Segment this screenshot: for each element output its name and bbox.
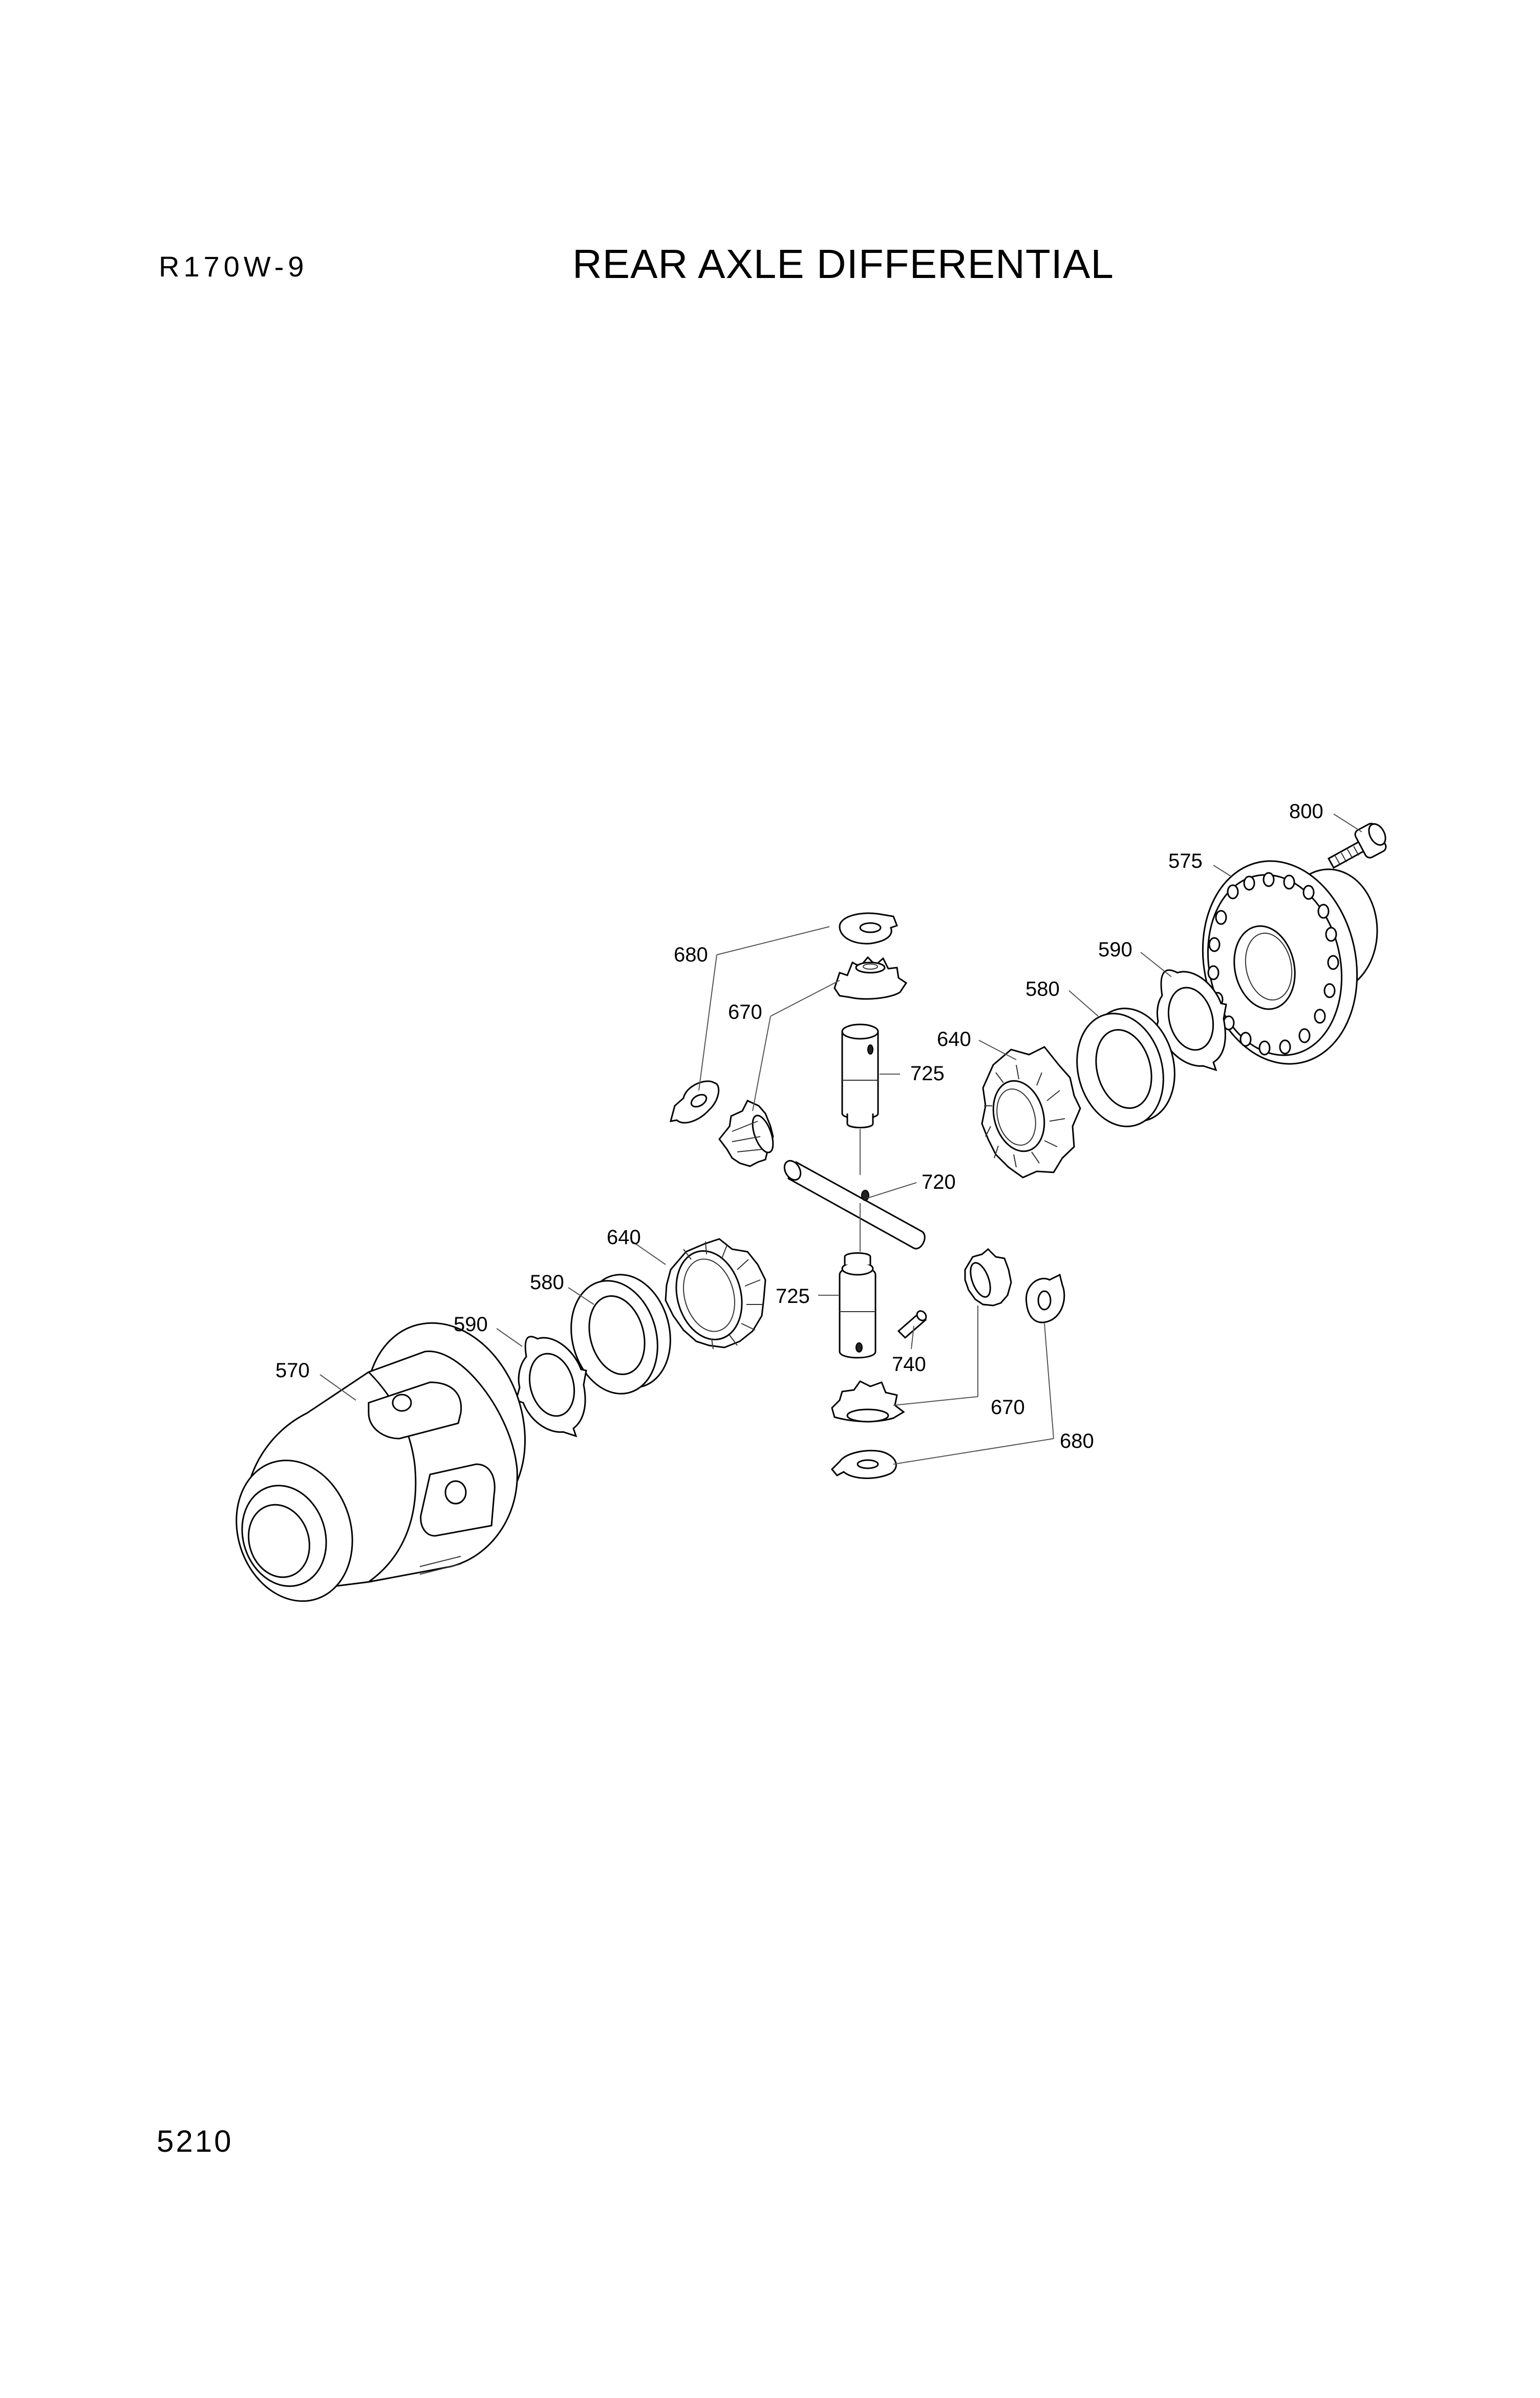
callout-590-upper: 590 <box>1098 938 1132 961</box>
callout-580-lower: 580 <box>530 1271 564 1294</box>
callout-800: 800 <box>1289 800 1323 823</box>
thrust-washer-680-right[interactable] <box>1025 1273 1065 1323</box>
callout-640-upper: 640 <box>937 1028 971 1051</box>
side-gear-640-lower[interactable] <box>665 1238 766 1350</box>
thrust-washer-680-bottom[interactable] <box>830 1450 897 1479</box>
flange-575[interactable] <box>1185 847 1378 1079</box>
cross-shaft-720[interactable] <box>781 1158 926 1250</box>
callout-725-upper: 725 <box>910 1062 945 1085</box>
bearing-580-upper[interactable] <box>1065 999 1187 1137</box>
callout-680-top: 680 <box>674 944 708 966</box>
bolt-800[interactable] <box>1327 821 1389 869</box>
leader-lines <box>319 813 1362 1465</box>
flange-bolt-holes <box>1207 872 1339 1056</box>
pin-725-lower[interactable] <box>839 1252 876 1359</box>
pin-725-upper[interactable] <box>841 1023 879 1128</box>
callout-575: 575 <box>1168 850 1203 872</box>
page-title: REAR AXLE DIFFERENTIAL <box>572 241 1114 287</box>
pinion-gear-670-bottom[interactable] <box>831 1380 905 1423</box>
callout-720: 720 <box>922 1171 956 1193</box>
thrust-washer-680-top[interactable] <box>839 912 898 945</box>
callout-680-bottom: 680 <box>1060 1430 1094 1452</box>
thrust-washer-680-left[interactable] <box>669 1080 720 1124</box>
callout-580-upper: 580 <box>1025 978 1060 1000</box>
callout-670-top: 670 <box>728 1001 762 1023</box>
callout-570: 570 <box>275 1359 310 1382</box>
pinion-gear-670-right[interactable] <box>964 1248 1012 1307</box>
differential-housing-570[interactable] <box>219 1302 550 1616</box>
callout-590-lower: 590 <box>454 1313 488 1336</box>
callout-labels: 800 575 590 580 640 680 670 725 720 640 … <box>275 800 1323 1452</box>
bearing-580-lower[interactable] <box>559 1265 682 1404</box>
callout-725-lower: 725 <box>776 1285 810 1308</box>
page-number: 5210 <box>157 2124 233 2158</box>
callout-740: 740 <box>892 1353 926 1376</box>
thrust-washer-590-upper[interactable] <box>1153 969 1227 1072</box>
side-gear-640-upper[interactable] <box>981 1046 1081 1179</box>
model-label: R170W-9 <box>159 250 308 283</box>
pinion-gear-670-left[interactable] <box>718 1100 777 1167</box>
roll-pin-740[interactable] <box>897 1309 928 1339</box>
thrust-washer-590-lower[interactable] <box>515 1336 587 1438</box>
pinion-gear-670-top[interactable] <box>833 956 908 1000</box>
callout-640-lower: 640 <box>607 1226 641 1249</box>
callout-670-bottom: 670 <box>991 1396 1025 1419</box>
